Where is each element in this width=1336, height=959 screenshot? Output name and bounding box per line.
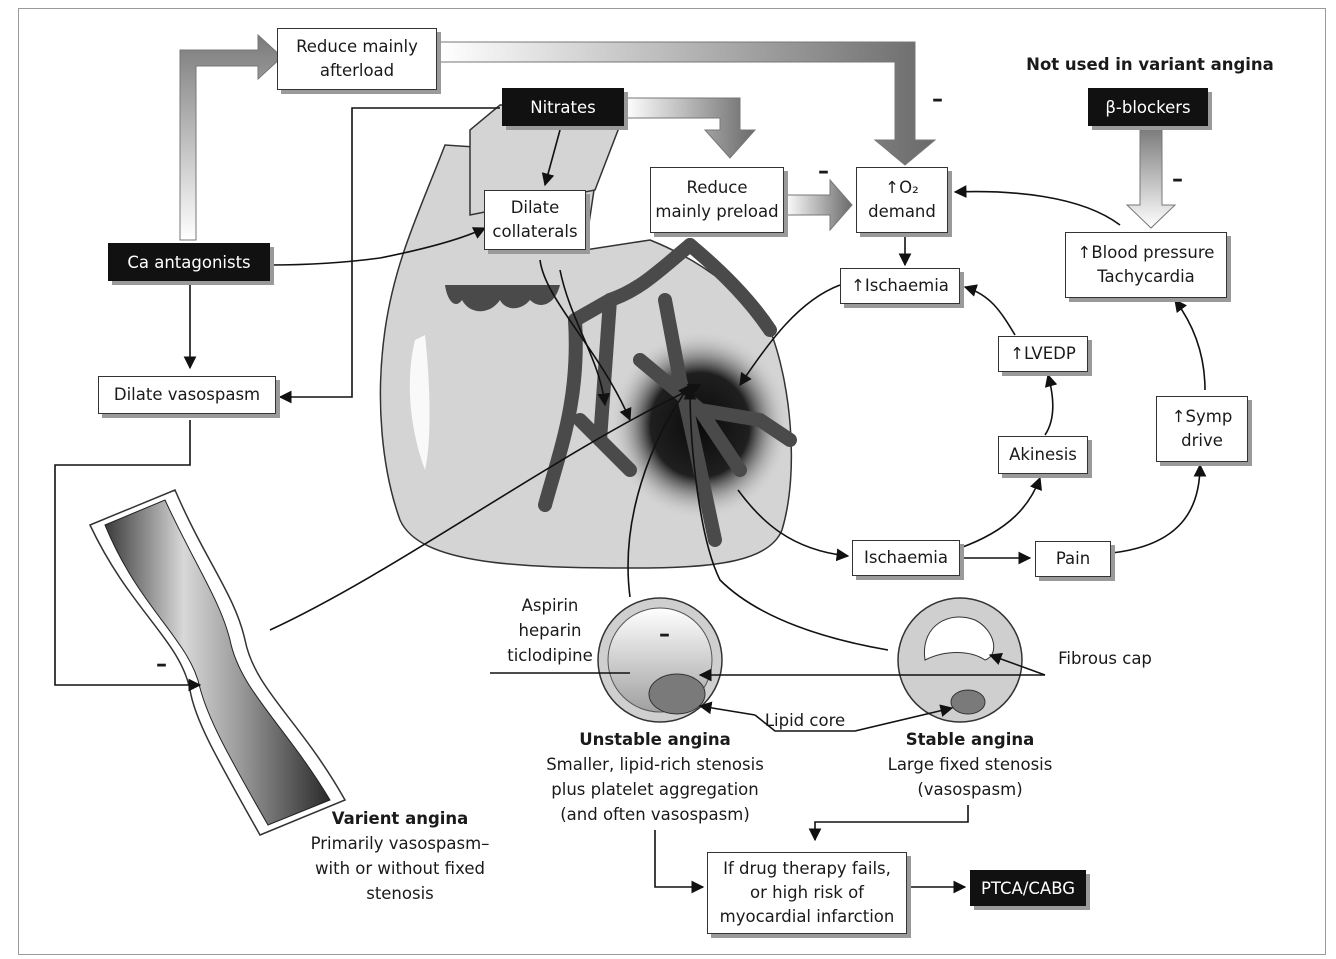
- symp-drive-box: ↑Symp drive: [1156, 396, 1248, 462]
- valve-cusps: [445, 285, 560, 312]
- minus-sign-afterload: –: [932, 87, 943, 112]
- pain-box: Pain: [1035, 541, 1111, 577]
- ca-antagonists-box: Ca antagonists: [108, 243, 270, 281]
- large-arrows: [179, 33, 1177, 241]
- figure-frame: [18, 8, 1326, 955]
- lipid-core-label: Lipid core: [764, 711, 846, 730]
- reduce-preload-box: Reduce mainly preload: [650, 167, 784, 233]
- unstable-angina-caption: Unstable angina Smaller, lipid-rich sten…: [546, 730, 764, 824]
- dilate-vasospasm-box: Dilate vasospasm: [98, 376, 276, 414]
- minus-sign-beta: –: [1172, 167, 1183, 192]
- variant-angina-caption: Varient angina Primarily vasospasm– with…: [310, 809, 490, 903]
- ischaemia-box: Ischaemia: [852, 540, 960, 576]
- minus-sign-antiplatelet: –: [659, 622, 670, 647]
- blood-pressure-box: ↑Blood pressure Tachycardia: [1065, 232, 1227, 298]
- lvedp-box: ↑LVEDP: [998, 336, 1088, 372]
- aspirin-label: Aspirin heparin ticlodipine: [507, 596, 593, 665]
- drug-fails-box: If drug therapy fails, or high risk of m…: [707, 852, 907, 934]
- heart-highlight: [409, 335, 430, 470]
- minus-sign-preload: –: [818, 159, 829, 184]
- o2-demand-box: ↑O₂ demand: [856, 167, 948, 233]
- ischaemia-up-box: ↑Ischaemia: [840, 268, 960, 304]
- minus-sign-vasospasm: –: [156, 652, 167, 677]
- stable-angina-caption: Stable angina Large fixed stenosis (vaso…: [887, 730, 1053, 799]
- unstable-cross-section: [597, 597, 723, 723]
- ptca-cabg-box: PTCA/CABG: [970, 870, 1086, 906]
- stable-cross-section: [897, 597, 1023, 723]
- vasospasm-vessel: [88, 489, 347, 836]
- akinesis-box: Akinesis: [998, 436, 1088, 474]
- not-used-note: Not used in variant angina: [1026, 55, 1274, 74]
- dilate-collaterals-box: Dilate collaterals: [484, 190, 586, 250]
- nitrates-box: Nitrates: [502, 88, 624, 126]
- connector-lines: [54, 107, 1207, 894]
- beta-blockers-box: β-blockers: [1088, 88, 1208, 126]
- fibrous-cap-label: Fibrous cap: [1058, 649, 1152, 668]
- reduce-afterload-box: Reduce mainly afterload: [277, 28, 437, 90]
